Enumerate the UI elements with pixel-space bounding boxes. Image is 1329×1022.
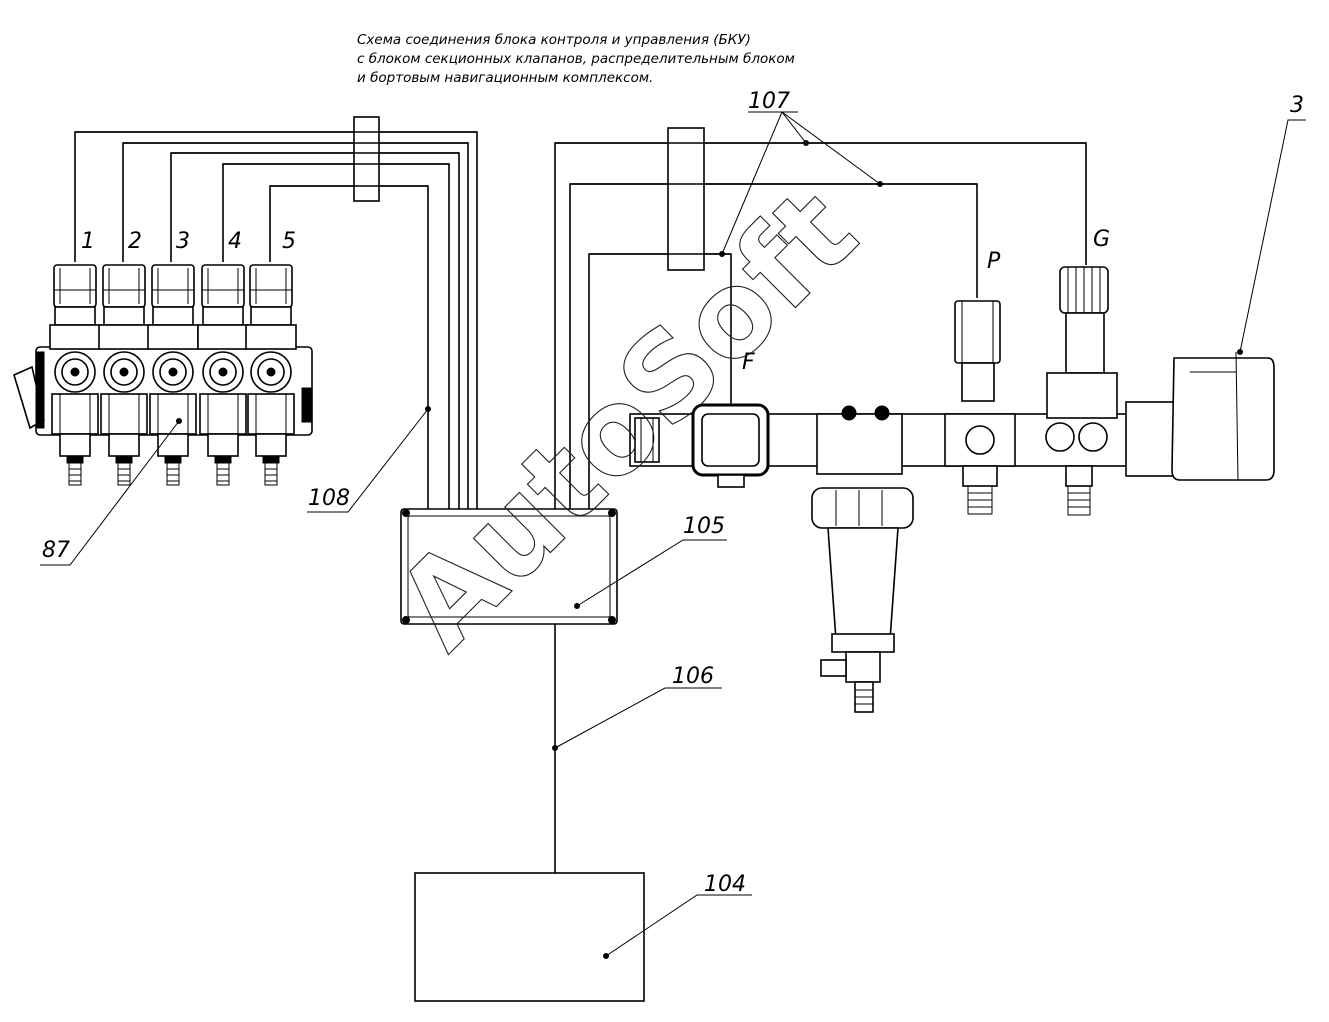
valve-label-1: 1 xyxy=(81,229,95,254)
leader-87: 87 xyxy=(40,418,182,566)
ref-label-87: 87 xyxy=(42,538,70,563)
leader-106: 106 xyxy=(552,664,722,751)
ref-label-106: 106 xyxy=(672,664,714,689)
ref-label-107: 107 xyxy=(748,89,790,114)
cable-clamp-right xyxy=(667,127,705,271)
section-valve-labels: 1 2 3 4 5 xyxy=(81,229,296,254)
valve-label-4: 4 xyxy=(228,229,242,254)
section-valve-block xyxy=(13,264,313,486)
port-label-f: F xyxy=(742,350,755,375)
leader-104: 104 xyxy=(605,872,752,957)
cable-clamp-left xyxy=(353,116,380,202)
ref-label-108: 108 xyxy=(308,486,350,511)
leader-108: 108 xyxy=(307,406,431,513)
control-unit-105 xyxy=(400,508,618,625)
leader-3: 3 xyxy=(1237,93,1306,355)
ref-label-105: 105 xyxy=(683,514,725,539)
title-line-2: с блоком секционных клапанов, распредели… xyxy=(357,51,795,67)
diagram-title: Схема соединения блока контроля и управл… xyxy=(357,32,795,86)
port-label-p: P xyxy=(987,249,1001,274)
title-line-3: и бортовым навигационным комплексом. xyxy=(357,70,653,86)
leader-107: 107 xyxy=(719,89,883,257)
valve-label-2: 2 xyxy=(128,229,142,254)
ref-label-104: 104 xyxy=(704,872,746,897)
valve-label-3: 3 xyxy=(176,229,190,254)
cable-bundle-108 xyxy=(74,116,478,509)
cable-bundle-107 xyxy=(554,127,1087,509)
navigation-complex-104 xyxy=(414,872,645,1002)
ref-label-3: 3 xyxy=(1290,93,1304,118)
leader-105: 105 xyxy=(576,514,727,607)
distribution-block xyxy=(629,266,1275,713)
port-label-g: G xyxy=(1093,227,1110,252)
valve-label-5: 5 xyxy=(282,229,296,254)
title-line-1: Схема соединения блока контроля и управл… xyxy=(357,32,751,48)
